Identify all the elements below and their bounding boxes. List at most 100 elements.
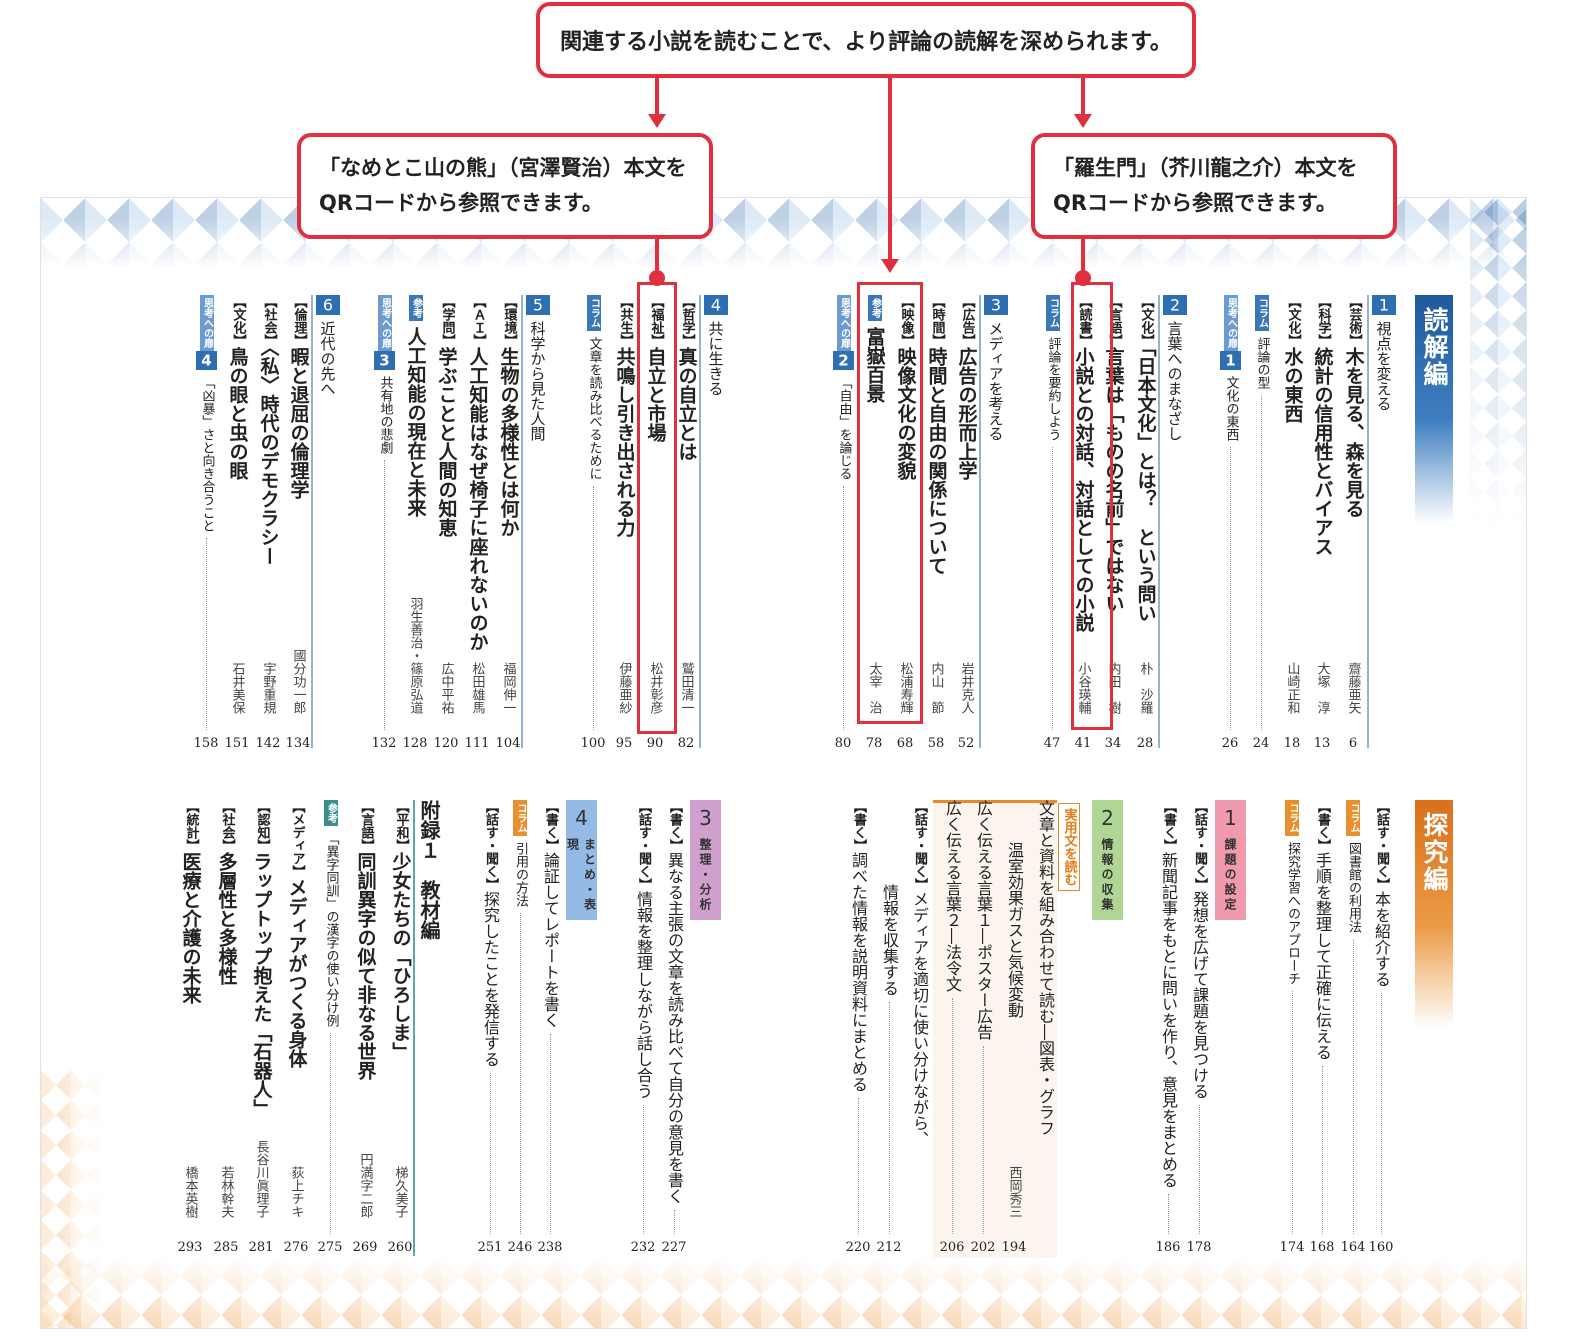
category-tag: 書く <box>667 800 682 852</box>
page-number: 28 <box>1136 736 1154 751</box>
entry-text: コラム図書館の利用法 <box>1345 800 1361 933</box>
entry-text: ＡＩ人工知能はなぜ椅子に座れないのか <box>467 295 489 651</box>
author-name: 山崎正和 <box>1284 662 1300 714</box>
unit-divider <box>979 295 981 748</box>
callout-related-novels: 関連する小説を読むことで、より評論の読解を深められます。 <box>536 2 1196 78</box>
page-number: 194 <box>1001 1240 1027 1255</box>
dot-leader <box>642 1105 644 1234</box>
entry-text: 広く伝える言葉１―ポスター広告 <box>974 800 993 1040</box>
page-number: 260 <box>387 1240 413 1255</box>
page-number: 24 <box>1252 736 1270 751</box>
category-tag: 福祉 <box>649 295 664 347</box>
entry-text: 認知ラップトップ抱えた「石器人」 <box>251 800 273 1118</box>
toc-entry: ＡＩ人工知能はなぜ椅子に座れないのか111松田雄馬 <box>462 295 493 752</box>
entry-title: 人工知能の現在と未来 <box>404 327 427 517</box>
entry-text: 文化「日本文化」とは？ という問い <box>1134 295 1157 623</box>
thinking-door-badge: 思考への扉 <box>1223 295 1238 351</box>
category-tag: 時間 <box>930 295 945 347</box>
arrow-down-icon <box>1074 114 1092 128</box>
unit-heading-text: 6近代の先へ <box>315 295 340 396</box>
unit-heading-text: 1視点を変える <box>1371 295 1396 411</box>
entry-title: 多層性と多様性 <box>215 852 238 985</box>
entry-text: 思考への扉1文化の東西 <box>1219 295 1241 441</box>
arrow-down-icon <box>648 114 666 128</box>
toc-entry: 学問学ぶことと人間の知恵120広中平祐 <box>431 295 462 752</box>
unit-number: 3 <box>699 808 712 828</box>
dot-leader <box>982 1046 984 1234</box>
connector-left <box>655 238 659 278</box>
page-number: 158 <box>193 736 219 751</box>
page-number: 120 <box>433 736 459 751</box>
entry-text: 思考への扉2「自由」を論じる <box>832 295 854 480</box>
page-number: 276 <box>283 1240 309 1255</box>
page-number: 269 <box>352 1240 378 1255</box>
page-number: 206 <box>939 1240 965 1255</box>
unit-heading: 2言葉へのまなざし <box>1159 295 1190 495</box>
entry-title: 「日本文化」とは？ という問い <box>1134 347 1157 623</box>
dot-leader <box>888 1002 890 1234</box>
unit-divider <box>311 295 313 748</box>
toc-entry: 倫理暇と退屈の倫理学134國分功一郎 <box>283 295 314 752</box>
page-number: 26 <box>1221 736 1239 751</box>
entry-title: 文章と資料を組み合わせて読む―図表・グラフ <box>1036 800 1055 1136</box>
author-name: 松田雄馬 <box>469 662 485 714</box>
page-number: 47 <box>1043 736 1061 751</box>
dot-leader <box>205 538 207 730</box>
entry-text: 倫理暇と退屈の倫理学 <box>288 295 310 499</box>
page-number: 18 <box>1283 736 1301 751</box>
category-tag: 環境 <box>502 295 517 347</box>
unit-number: 5 <box>525 295 550 315</box>
author-name: 円満字二郎 <box>357 1153 373 1218</box>
entry-text: 温室効果ガスと気候変動 <box>1005 800 1024 1018</box>
entry-text: コラム評論を要約しよう <box>1043 295 1062 441</box>
dot-leader <box>1352 939 1354 1234</box>
toc-entry: 書く手順を整理して正確に伝える168 <box>1307 800 1338 1256</box>
column-badge: コラム <box>1254 295 1269 331</box>
entry-title: 「異字同訓」の漢字の使い分け例 <box>323 832 339 1027</box>
entry-text: 文化鳥の眼と虫の眼 <box>227 295 249 480</box>
toc-entry: 話す・聞く探究したことを発信する251 <box>475 800 506 1256</box>
entry-title: 共鳴し引き出される力 <box>613 347 636 537</box>
entry-title: 引用の方法 <box>513 842 528 907</box>
toc-entry: 映像映像文化の変貌68松浦寿輝 <box>890 295 921 752</box>
category-tag: 社会 <box>220 800 235 852</box>
page-number: 227 <box>661 1240 687 1255</box>
author-name: 荻上チキ <box>288 1166 304 1218</box>
toc-entry: 話す・聞く発想を広げて課題を見つける178 <box>1184 800 1215 1256</box>
page-number: 178 <box>1186 1240 1212 1255</box>
dot-leader <box>519 913 521 1234</box>
toc-entry: 言語同訓異字の似て非なる世界269円満字二郎 <box>350 800 381 1256</box>
page-number: 82 <box>677 736 695 751</box>
unit-heading-text: 4共に生きる <box>703 295 728 396</box>
unit-title: 言葉へのまなざし <box>1165 321 1184 441</box>
author-name: 梯久美子 <box>392 1166 408 1218</box>
author-name: 朴 沙羅 <box>1137 662 1153 714</box>
unit-number: 3 <box>983 295 1008 315</box>
unit-divider <box>699 295 701 748</box>
unit-number: 1 <box>1371 295 1396 315</box>
entry-text: 書く異なる主張の文章を読み比べて自分の意見を書く <box>665 800 684 1204</box>
unit-title: 情報の収集 <box>1100 838 1114 913</box>
toc-entry: 統計医療と介護の未来293橋本英樹 <box>175 800 206 1256</box>
unit-number: 2 <box>1101 808 1114 828</box>
entry-title: 生物の多様性とは何か <box>497 347 520 537</box>
category-tag: 書く <box>543 800 558 852</box>
page-number: 142 <box>255 736 281 751</box>
entry-text: 情報を収集する <box>880 800 899 996</box>
page-number: 134 <box>285 736 311 751</box>
appendix-heading: 附録１ 教材編 <box>417 800 441 940</box>
toc-entry: 書く調べた情報を説明資料にまとめる220 <box>843 800 874 1256</box>
dot-leader <box>673 1210 675 1234</box>
page-number: 174 <box>1279 1240 1305 1255</box>
category-tag: 哲学 <box>680 295 695 347</box>
entry-title: 情報を整理しながら話し合う <box>634 891 653 1099</box>
category-tag: 言語 <box>359 800 374 852</box>
dot-leader <box>1051 447 1053 730</box>
category-tag: 文化 <box>1139 295 1154 347</box>
page-number: 281 <box>248 1240 274 1255</box>
toc-entry: 思考への扉1文化の東西 26 <box>1215 295 1246 752</box>
author-name: 松浦寿輝 <box>897 662 913 714</box>
